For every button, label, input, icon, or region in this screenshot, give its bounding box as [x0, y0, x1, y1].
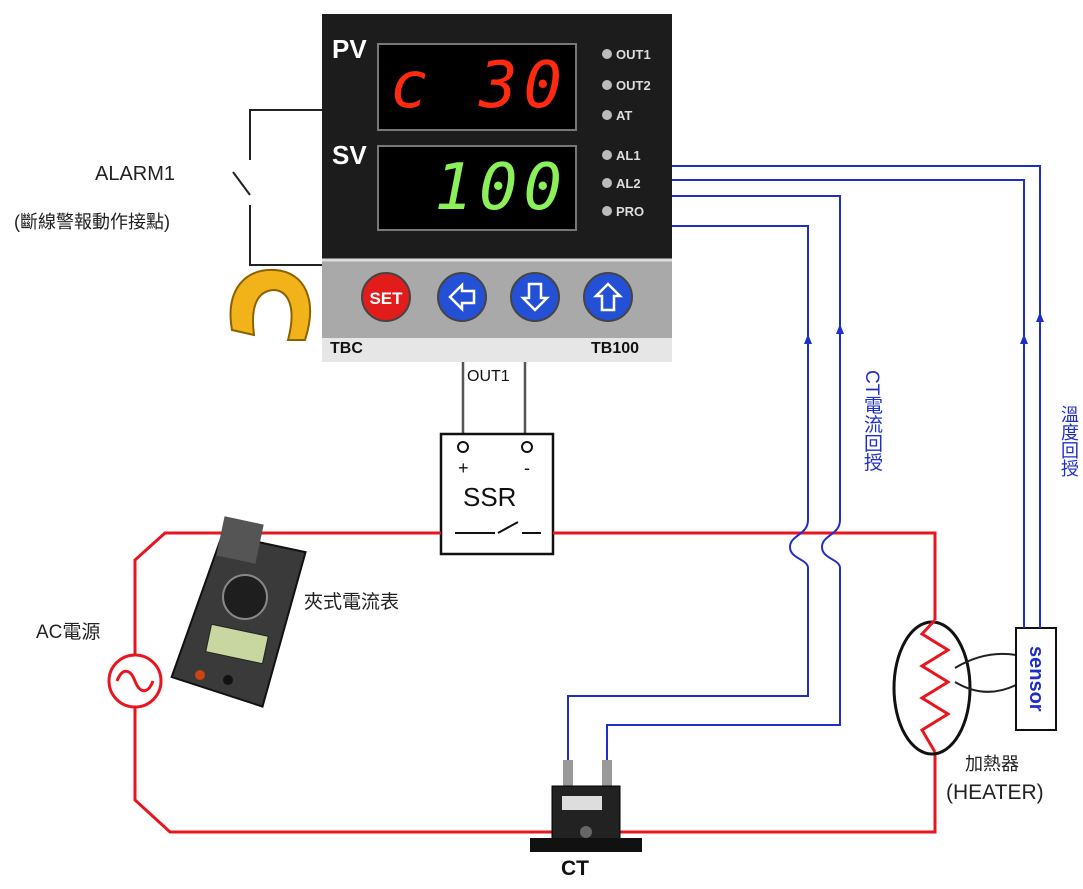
- sensor-label: sensor: [1025, 646, 1047, 712]
- set-button[interactable]: SET: [361, 272, 411, 322]
- pv-tag: PV: [332, 34, 367, 64]
- svg-text:SET: SET: [369, 289, 403, 308]
- led-label-out2: OUT2: [616, 78, 651, 93]
- ct-feedback-wires: [567, 195, 841, 765]
- left-arrow-button[interactable]: [437, 272, 487, 322]
- ssr-switch: [455, 521, 541, 534]
- down-arrow-button[interactable]: [510, 272, 560, 322]
- feedback-arrows: [804, 312, 1044, 344]
- sensor-wires: [954, 652, 1017, 693]
- ssr-plus-sign: +: [458, 458, 469, 478]
- pv-readout: c 30: [389, 49, 568, 123]
- model-label: TB100: [591, 340, 640, 357]
- temp-feedback-label: 溫度回授: [1059, 405, 1079, 477]
- brand-label: TBC: [330, 340, 363, 357]
- heater-label-en: (HEATER): [946, 781, 1044, 804]
- clamp-meter-image: [170, 268, 312, 708]
- clamp-meter-label: 夾式電流表: [304, 592, 400, 613]
- led-label-al1: AL1: [616, 148, 641, 163]
- sensor-box: [1015, 627, 1057, 731]
- out1-label: OUT1: [467, 368, 510, 385]
- alarm-title: ALARM1: [95, 163, 176, 185]
- ac-source-symbol: [107, 653, 163, 709]
- pv-display: [377, 43, 577, 131]
- ct-label: CT: [561, 857, 589, 880]
- out1-wires: [461, 362, 527, 435]
- led-label-at: AT: [616, 108, 633, 123]
- sv-readout: 100: [434, 151, 568, 225]
- led-label-al2: AL2: [616, 176, 641, 191]
- power-loop: [133, 531, 937, 834]
- alarm-note: (斷線警報動作接點): [14, 212, 170, 232]
- sv-tag: SV: [332, 140, 367, 170]
- temp-feedback-wires: [672, 165, 1041, 628]
- heater-label-cn: 加熱器: [965, 754, 1019, 774]
- sv-display: [377, 145, 577, 231]
- led-label-out1: OUT1: [616, 47, 651, 62]
- ct-feedback-label: CT電流回授: [861, 370, 882, 472]
- ssr-minus-sign: -: [524, 458, 530, 478]
- up-arrow-button[interactable]: [583, 272, 633, 322]
- ssr-label: SSR: [463, 482, 517, 512]
- indicator-leds: [602, 49, 612, 216]
- alarm-contact: [232, 109, 322, 266]
- ct-device: [530, 760, 642, 852]
- label-strip: [322, 338, 672, 362]
- ac-power-label: AC電源: [36, 622, 101, 643]
- led-label-pro: PRO: [616, 204, 645, 219]
- heater-symbol: [892, 618, 972, 756]
